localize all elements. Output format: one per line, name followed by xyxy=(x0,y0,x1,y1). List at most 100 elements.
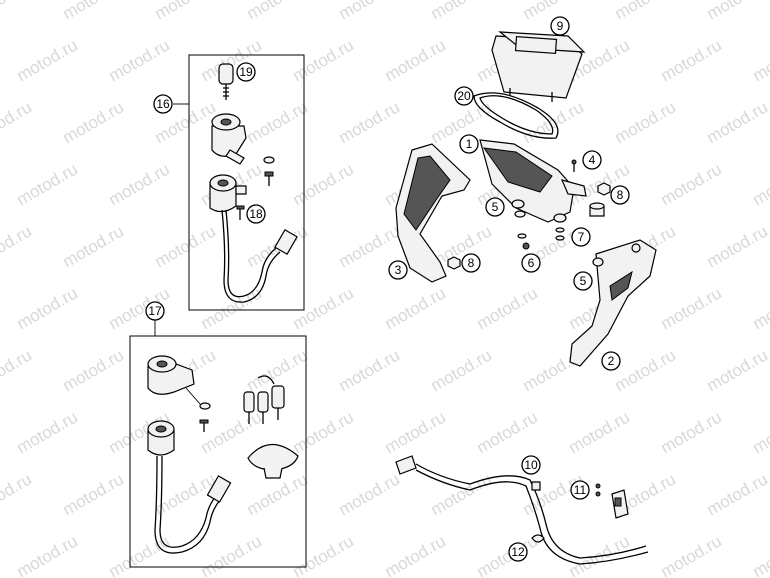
callout-8b: 8 xyxy=(461,253,481,273)
speedometer-9 xyxy=(491,31,586,102)
watermark-text: motod.ru xyxy=(13,283,81,333)
svg-text:18: 18 xyxy=(249,207,263,221)
watermark-text: motod.ru xyxy=(289,35,357,85)
svg-text:11: 11 xyxy=(574,483,587,497)
watermark-text: motod.ru xyxy=(703,345,770,395)
callout-16: 16 xyxy=(153,94,173,114)
svg-text:16: 16 xyxy=(156,97,170,111)
callout-10: 10 xyxy=(521,455,541,475)
watermark-text: motod.ru xyxy=(335,345,403,395)
watermark-text: motod.ru xyxy=(427,345,495,395)
watermark-text: motod.ru xyxy=(703,221,770,271)
watermark-text: motod.ru xyxy=(749,159,770,209)
seal-ring-20 xyxy=(473,92,559,139)
screw-4 xyxy=(571,159,577,172)
callout-18: 18 xyxy=(246,204,266,224)
watermark-text: motod.ru xyxy=(0,469,35,519)
svg-text:10: 10 xyxy=(524,458,538,472)
callout-6: 6 xyxy=(521,253,541,273)
watermark-text: motod.ru xyxy=(473,531,541,578)
callout-8a: 8 xyxy=(610,185,630,205)
bushing-5c xyxy=(592,257,604,267)
watermark-text: motod.ru xyxy=(381,407,449,457)
callout-11: 11 xyxy=(570,480,590,500)
watermark-text: motod.ru xyxy=(611,345,679,395)
watermark-text: motod.ru xyxy=(381,35,449,85)
callout-17: 17 xyxy=(145,301,165,321)
side-panel-2 xyxy=(569,239,657,367)
side-panel-3 xyxy=(395,143,471,283)
watermark-text: motod.ru xyxy=(749,35,770,85)
ignition-lock-17 xyxy=(147,355,201,405)
cover-cap-17 xyxy=(247,443,299,479)
ignition-lock-16 xyxy=(211,113,247,165)
watermark-text: motod.ru xyxy=(611,97,679,147)
svg-text:19: 19 xyxy=(239,65,253,79)
watermark-text: motod.ru xyxy=(243,97,311,147)
watermark-text: motod.ru xyxy=(335,97,403,147)
svg-text:8: 8 xyxy=(468,256,475,270)
watermark-text: motod.ru xyxy=(657,407,725,457)
headlight-mask-1 xyxy=(479,139,587,223)
watermark-text: motod.ru xyxy=(381,531,449,578)
svg-text:9: 9 xyxy=(557,19,564,33)
watermark-text: motod.ru xyxy=(0,345,35,395)
watermark-text: motod.ru xyxy=(749,283,770,333)
group-box-16 xyxy=(188,54,305,311)
svg-text:6: 6 xyxy=(528,256,535,270)
keys-17 xyxy=(243,375,285,424)
svg-text:4: 4 xyxy=(589,153,596,167)
group-box-17 xyxy=(129,335,307,568)
watermark-text: motod.ru xyxy=(657,159,725,209)
svg-text:12: 12 xyxy=(511,545,525,559)
watermark-text: motod.ru xyxy=(13,407,81,457)
switch-unit-16 xyxy=(209,174,298,303)
watermark-text: motod.ru xyxy=(243,0,311,23)
washer-screw-16 xyxy=(263,156,275,186)
nut-8a xyxy=(597,182,611,196)
watermark-text: motod.ru xyxy=(657,283,725,333)
watermark-text: motod.ru xyxy=(335,0,403,23)
watermark-text: motod.ru xyxy=(13,531,81,578)
watermark-text: motod.ru xyxy=(427,0,495,23)
watermark-text: motod.ru xyxy=(197,407,265,457)
watermark-text: motod.ru xyxy=(565,531,633,578)
watermark-text: motod.ru xyxy=(0,0,35,23)
washer-6 xyxy=(517,233,530,250)
watermark-text: motod.ru xyxy=(59,469,127,519)
callout-4: 4 xyxy=(582,150,602,170)
washer-screw-17 xyxy=(199,402,211,432)
svg-text:7: 7 xyxy=(578,230,585,244)
callout-12: 12 xyxy=(508,542,528,562)
watermark-text: motod.ru xyxy=(105,531,173,578)
callout-7: 7 xyxy=(571,227,591,247)
watermark-text: motod.ru xyxy=(381,283,449,333)
key-19 xyxy=(218,63,234,100)
switch-unit-17 xyxy=(147,420,232,554)
callout-20: 20 xyxy=(454,86,474,106)
watermark-text: motod.ru xyxy=(289,159,357,209)
watermark-text: motod.ru xyxy=(59,0,127,23)
watermark-text: motod.ru xyxy=(151,221,219,271)
watermark-text: motod.ru xyxy=(0,221,35,271)
bushing-5a xyxy=(511,199,526,218)
nut-8b xyxy=(447,256,461,270)
watermark-text: motod.ru xyxy=(703,97,770,147)
callout-5a: 5 xyxy=(485,197,505,217)
callout-5b: 5 xyxy=(573,271,593,291)
washer-7 xyxy=(555,235,565,241)
watermark-text: motod.ru xyxy=(13,35,81,85)
watermark-text: motod.ru xyxy=(105,159,173,209)
callout-3: 3 xyxy=(388,260,408,280)
callout-19: 19 xyxy=(236,62,256,82)
svg-text:2: 2 xyxy=(608,354,615,368)
clip-12 xyxy=(531,534,545,543)
callout-1: 1 xyxy=(459,134,479,154)
watermark-text: motod.ru xyxy=(749,407,770,457)
screw-11 xyxy=(595,483,601,497)
watermark-text: motod.ru xyxy=(749,531,770,578)
watermark-text: motod.ru xyxy=(335,469,403,519)
svg-text:5: 5 xyxy=(492,200,499,214)
svg-text:1: 1 xyxy=(466,137,473,151)
